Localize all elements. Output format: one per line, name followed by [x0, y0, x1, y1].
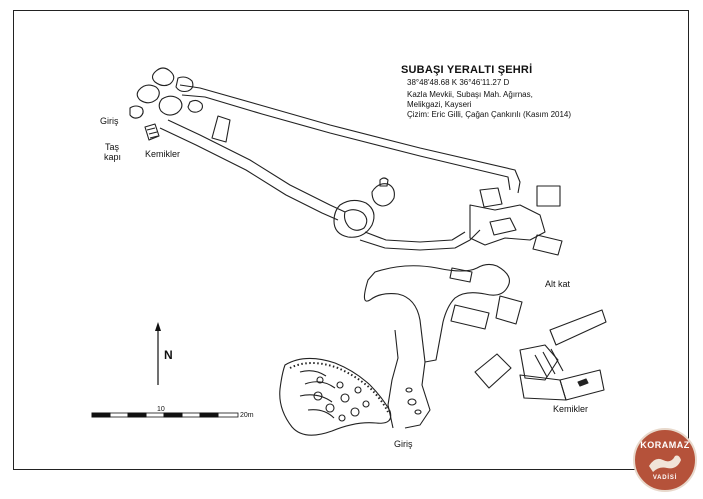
- label-kapi: kapı: [104, 152, 122, 162]
- logo-bottom-text: VADİSİ: [652, 475, 678, 481]
- location-line-2: Melikgazi, Kayseri: [407, 100, 472, 109]
- middle-chambers: [333, 199, 375, 238]
- logo-top-text: KORAMAZ: [640, 440, 690, 450]
- label-giris-top: Giriş: [100, 116, 119, 126]
- label-kemikler-left: Kemikler: [145, 149, 181, 159]
- label-tas: Taş: [105, 142, 120, 152]
- map-coordinates: 38°48'48.68 K 36°46'11.27 D: [407, 78, 510, 87]
- location-line-1: Kazla Mevkii, Subaşı Mah. Ağırnas,: [407, 90, 533, 99]
- label-alt-kat: Alt kat: [545, 279, 571, 289]
- credit-line: Çizim: Eric Gilli, Çağan Çankırılı (Kası…: [407, 110, 572, 119]
- map-frame: [13, 10, 689, 470]
- koramaz-logo: KORAMAZ VADİSİ: [633, 428, 697, 492]
- scale-bar: [91, 412, 239, 418]
- northwest-chambers: [129, 67, 203, 119]
- label-giris-bottom: Giriş: [394, 439, 413, 449]
- map-title: SUBAŞI YERALTI ŞEHRİ: [401, 64, 533, 76]
- hatched-chamber: [279, 357, 392, 436]
- north-arrow: [155, 322, 161, 385]
- main-tunnel: [179, 84, 521, 194]
- scale-end-label: 20m: [240, 412, 254, 419]
- label-kemikler-right: Kemikler: [553, 404, 589, 414]
- scale-mid-label: 10: [157, 406, 165, 413]
- north-label: N: [164, 348, 173, 362]
- logo-valley-icon: [649, 455, 681, 472]
